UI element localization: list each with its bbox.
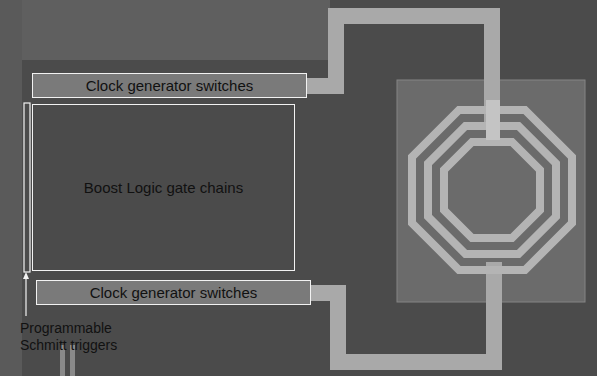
region-label: Clock generator switches	[86, 77, 254, 94]
labeled-region: Clock generator switches	[32, 73, 307, 98]
upper-region	[0, 0, 330, 60]
crossover	[486, 100, 500, 140]
region-label: Clock generator switches	[90, 284, 258, 301]
metal-wire	[300, 262, 494, 362]
region-label: Boost Logic gate chains	[84, 179, 243, 196]
labeled-region: Clock generator switches	[36, 280, 311, 305]
left-region	[0, 0, 22, 376]
inductor-ring	[444, 142, 540, 238]
callout-label: Programmable Schmitt triggers	[20, 320, 145, 354]
labeled-region: Boost Logic gate chains	[32, 104, 295, 271]
inductor-ring	[428, 126, 556, 254]
schmitt-trigger-block	[24, 103, 30, 272]
inductor-pad	[397, 80, 585, 302]
leader-line	[25, 276, 26, 316]
leader-arrowhead	[23, 272, 29, 279]
